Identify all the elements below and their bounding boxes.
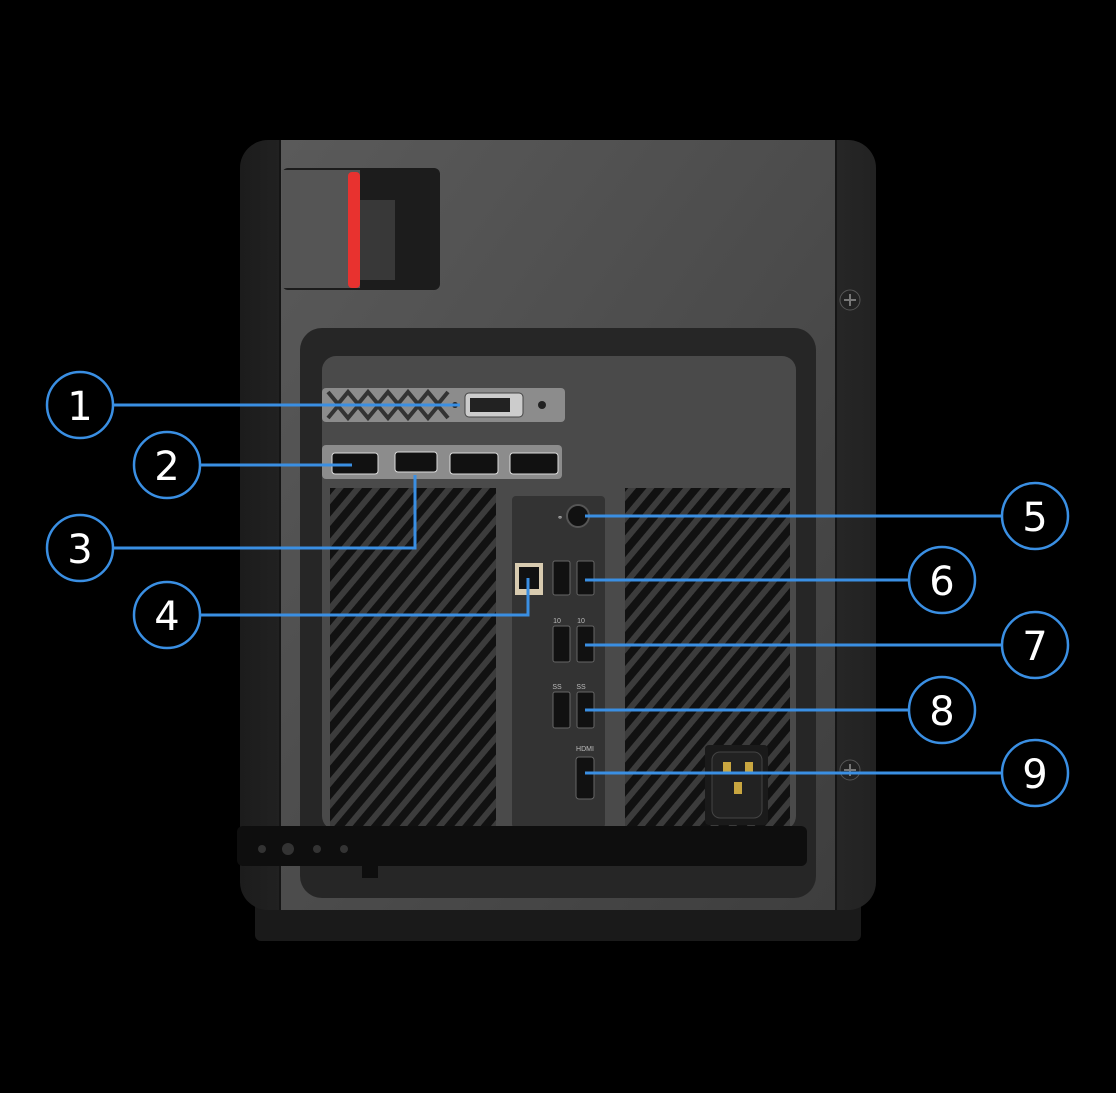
callout-circle xyxy=(132,580,202,650)
callout-circle xyxy=(45,370,115,440)
usb-port[interactable] xyxy=(552,625,571,663)
ss-label: SS xyxy=(552,684,562,691)
callout-5: 5 xyxy=(585,481,1070,551)
usb-port[interactable] xyxy=(552,691,571,729)
usb10-label: 10 xyxy=(553,618,561,625)
cable-management-bar xyxy=(237,826,807,878)
callout-2: 2 xyxy=(132,430,352,500)
callout-1: 1 xyxy=(45,370,460,440)
callout-9: 9 xyxy=(585,738,1070,808)
headphone-icon: ⚭ xyxy=(557,515,563,522)
hdmi-port-gpu[interactable] xyxy=(394,451,438,473)
callout-3: 3 xyxy=(45,475,417,583)
callout-number: 5 xyxy=(1022,495,1047,541)
callout-circle xyxy=(1000,481,1070,551)
power-socket[interactable] xyxy=(705,745,768,825)
callout-7: 7 xyxy=(585,610,1070,680)
handle[interactable] xyxy=(282,168,440,290)
dvi-port[interactable] xyxy=(470,398,510,412)
callout-circle xyxy=(1000,738,1070,808)
hdmi-label: HDMI xyxy=(576,746,594,753)
rear-io-panel: ⚭ 10 10 SS SS HDMI xyxy=(512,496,605,828)
callout-number: 4 xyxy=(154,594,179,640)
callout-number: 8 xyxy=(929,689,954,735)
callout-number: 1 xyxy=(67,384,92,430)
usb-port[interactable] xyxy=(552,560,571,596)
callout-number: 6 xyxy=(929,559,954,605)
callout-number: 9 xyxy=(1022,752,1047,798)
displayport-port[interactable] xyxy=(509,452,559,475)
callout-leader-line xyxy=(200,578,530,617)
callout-4: 4 xyxy=(132,578,530,650)
callout-6: 6 xyxy=(585,545,977,615)
callout-8: 8 xyxy=(585,675,977,745)
lock-slot xyxy=(362,866,378,878)
callout-number: 3 xyxy=(67,527,92,573)
callouts: 1 2 3 4 5 6 7 8 9 xyxy=(45,370,1070,808)
red-accent-stripe xyxy=(348,172,360,288)
callout-leader-line xyxy=(113,475,417,550)
callout-circle xyxy=(907,545,977,615)
vent-left xyxy=(330,488,496,828)
callout-circle xyxy=(1000,610,1070,680)
ss-label: SS xyxy=(576,684,586,691)
callout-number: 7 xyxy=(1022,624,1047,670)
callout-circle xyxy=(45,513,115,583)
usb10-label: 10 xyxy=(577,618,585,625)
gpu-bracket-display xyxy=(322,445,562,479)
callout-number: 2 xyxy=(154,444,179,490)
hdmi-port-onboard[interactable] xyxy=(575,756,595,800)
usb-port[interactable] xyxy=(576,560,595,596)
callout-circle xyxy=(132,430,202,500)
displayport-port[interactable] xyxy=(449,452,499,475)
callout-circle xyxy=(907,675,977,745)
